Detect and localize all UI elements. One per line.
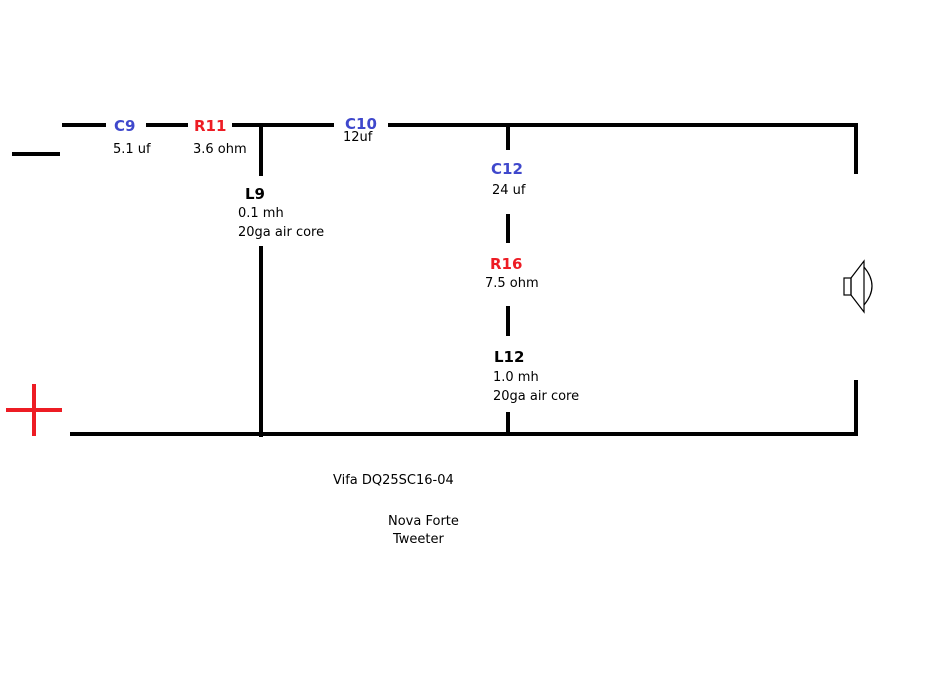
c9-label: C9 <box>114 117 136 135</box>
product-line-1: Nova Forte <box>388 514 459 529</box>
l12-value: 1.0 mh <box>493 370 539 385</box>
c9-value: 5.1 uf <box>113 142 151 157</box>
c10-label: C10 <box>345 115 377 133</box>
c12-label: C12 <box>491 160 523 178</box>
r16-value: 7.5 ohm <box>485 276 539 291</box>
l9-label: L9 <box>245 185 265 203</box>
speaker-icon <box>843 259 873 314</box>
driver-caption: Vifa DQ25SC16-04 <box>333 473 454 488</box>
positive-terminal-icon <box>6 384 62 436</box>
l12-label: L12 <box>494 348 525 366</box>
l9-value: 0.1 mh <box>238 206 284 221</box>
r11-value: 3.6 ohm <box>193 142 247 157</box>
c10-value: 12uf <box>343 130 373 145</box>
product-line-2: Tweeter <box>393 532 444 547</box>
l9-note: 20ga air core <box>238 225 325 240</box>
r11-label: R11 <box>194 117 227 135</box>
r16-label: R16 <box>490 255 523 273</box>
l12-note: 20ga air core <box>493 389 580 404</box>
c12-value: 24 uf <box>492 183 526 198</box>
